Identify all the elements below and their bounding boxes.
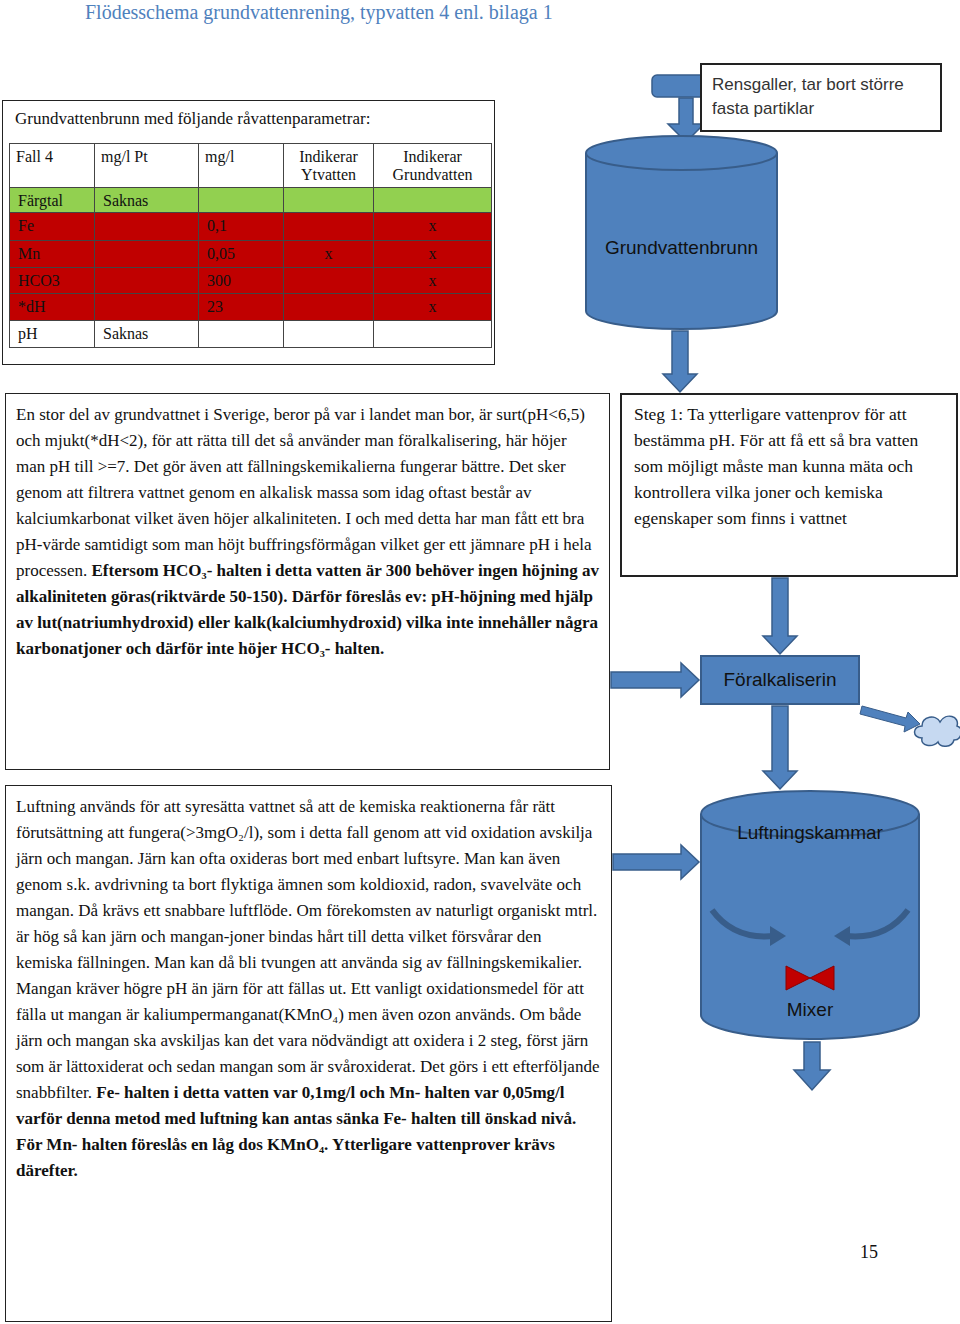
table-cell-text: Saknas: [103, 325, 148, 342]
step-text: Steg 1: Ta ytterligare vattenprov för at…: [622, 395, 956, 537]
text-box: Steg 1: Ta ytterligare vattenprov för at…: [620, 393, 958, 577]
table-cell: [373, 320, 492, 348]
table-cell: [373, 187, 492, 213]
table-cell: mg/l Pt: [94, 143, 199, 188]
table-cell-text: Färgtal: [18, 192, 63, 209]
table-cell: HCO3: [9, 267, 95, 294]
mixer-symbol: [810, 966, 834, 990]
tank-cylinder: LuftningskammarMixer: [700, 790, 920, 1040]
table-cell-text: x: [429, 272, 437, 289]
diagram-title: Flödesschema grundvattenrening, typvatte…: [85, 0, 553, 24]
rotation-arrow: [834, 926, 850, 946]
mixer-label: Mixer: [700, 999, 920, 1021]
rotation-arrow: [712, 910, 774, 936]
table-cell-text: *dH: [18, 298, 46, 315]
flow-arrow: [611, 663, 699, 697]
table-cell-text: x: [429, 245, 437, 262]
body-text: En stor del av grundvattnet i Sverige, b…: [16, 405, 592, 580]
table-cell-text: Indikerar Ytvatten: [299, 148, 358, 183]
table-cell: [94, 240, 199, 268]
table-cell: pH: [9, 320, 95, 348]
text-box: Rensgaller, tar bort större fasta partik…: [700, 63, 942, 132]
process-label: Föralkaliserin: [724, 669, 837, 691]
flow-arrow: [763, 578, 797, 654]
table-cell-text: Mn: [18, 245, 40, 262]
table-cell-text: Fe: [18, 217, 34, 234]
flow-arrow: [763, 706, 797, 789]
table-cell-text: Fall 4: [16, 148, 53, 165]
table-cell-text: mg/l: [205, 148, 234, 165]
rotation-arrow: [846, 910, 908, 936]
table-cell: [283, 212, 374, 241]
cylinder-body: [701, 814, 919, 1039]
text-box: En stor del av grundvattnet i Sverige, b…: [5, 393, 610, 770]
text-box: Luftning används för att syresätta vattn…: [5, 785, 612, 1322]
table-cell-text: Saknas: [103, 192, 148, 209]
paragraph: Luftning används för att syresätta vattn…: [6, 786, 611, 1192]
process-box: Föralkaliserin: [700, 655, 860, 705]
table-cell: x: [283, 240, 374, 268]
table-cell: [283, 293, 374, 321]
table-cell: Fall 4: [9, 143, 95, 188]
table-cell: 0,05: [198, 240, 284, 268]
table-cell: Indikerar Ytvatten: [283, 143, 374, 188]
table-cell-text: x: [429, 217, 437, 234]
flow-arrow: [613, 845, 699, 879]
rotation-arrow: [770, 926, 786, 946]
table-cell: x: [373, 212, 492, 241]
table-cell-text: 0,05: [207, 245, 235, 262]
table-cell: 23: [198, 293, 284, 321]
table-cell: [283, 267, 374, 294]
table-cell: *dH: [9, 293, 95, 321]
table-cell: Saknas: [94, 187, 199, 213]
table-cell: Saknas: [94, 320, 199, 348]
cloud-arrow: [860, 706, 920, 732]
table-cell: [283, 320, 374, 348]
table-cell: [94, 267, 199, 294]
table-cell-text: x: [325, 245, 333, 262]
table-cell-text: 23: [207, 298, 223, 315]
bold-conclusion: Fe- halten i detta vatten var 0,1mg/l oc…: [16, 1083, 576, 1180]
table-cell: Färgtal: [9, 187, 95, 213]
table-cell: x: [373, 267, 492, 294]
flow-arrow: [663, 331, 697, 392]
table-cell: [198, 187, 284, 213]
parameter-table: Fall 4 mg/l Pt mg/l Indikerar Ytvatten Indik…: [9, 143, 491, 347]
cloud-symbol: [915, 716, 960, 746]
table-cell-text: 300: [207, 272, 231, 289]
tank-label: Luftningskammar: [700, 822, 920, 844]
cylinder-body: [586, 153, 777, 329]
parameter-panel: Grundvattenbrunn med följande råvattenpa…: [2, 100, 495, 365]
outlet-arrow: [794, 1042, 830, 1090]
table-cell: Fe: [9, 212, 95, 241]
paragraph: En stor del av grundvattnet i Sverige, b…: [6, 394, 609, 670]
tank-label: Grundvattenbrunn: [585, 237, 778, 259]
table-cell: Indikerar Grundvatten: [373, 143, 492, 188]
table-cell: [198, 320, 284, 348]
table-cell: [283, 187, 374, 213]
body-text: Luftning används för att syresätta vattn…: [16, 797, 599, 1102]
table-cell: x: [373, 240, 492, 268]
tank-cylinder: Grundvattenbrunn: [585, 135, 778, 330]
table-cell: [94, 212, 199, 241]
table-cell: mg/l: [198, 143, 284, 188]
table-cell: [94, 293, 199, 321]
table-cell: 300: [198, 267, 284, 294]
table-cell: 0,1: [198, 212, 284, 241]
cylinder-shape: [585, 135, 778, 330]
page-number: 15: [860, 1241, 878, 1263]
table-cell-text: x: [429, 298, 437, 315]
table-cell-text: Indikerar Grundvatten: [393, 148, 473, 183]
table-cell-text: HCO3: [18, 272, 60, 289]
bold-conclusion: Eftersom HCO₃- halten i detta vatten är …: [16, 561, 599, 658]
note-text: Rensgaller, tar bort större fasta partik…: [702, 65, 940, 129]
table-cell: Mn: [9, 240, 95, 268]
table-cell-text: 0,1: [207, 217, 227, 234]
table-cell: x: [373, 293, 492, 321]
table-cell-text: mg/l Pt: [101, 148, 148, 165]
table-cell-text: pH: [18, 325, 38, 342]
panel-heading: Grundvattenbrunn med följande råvattenpa…: [3, 101, 494, 137]
cylinder-top: [586, 136, 777, 170]
mixer-symbol: [786, 966, 810, 990]
